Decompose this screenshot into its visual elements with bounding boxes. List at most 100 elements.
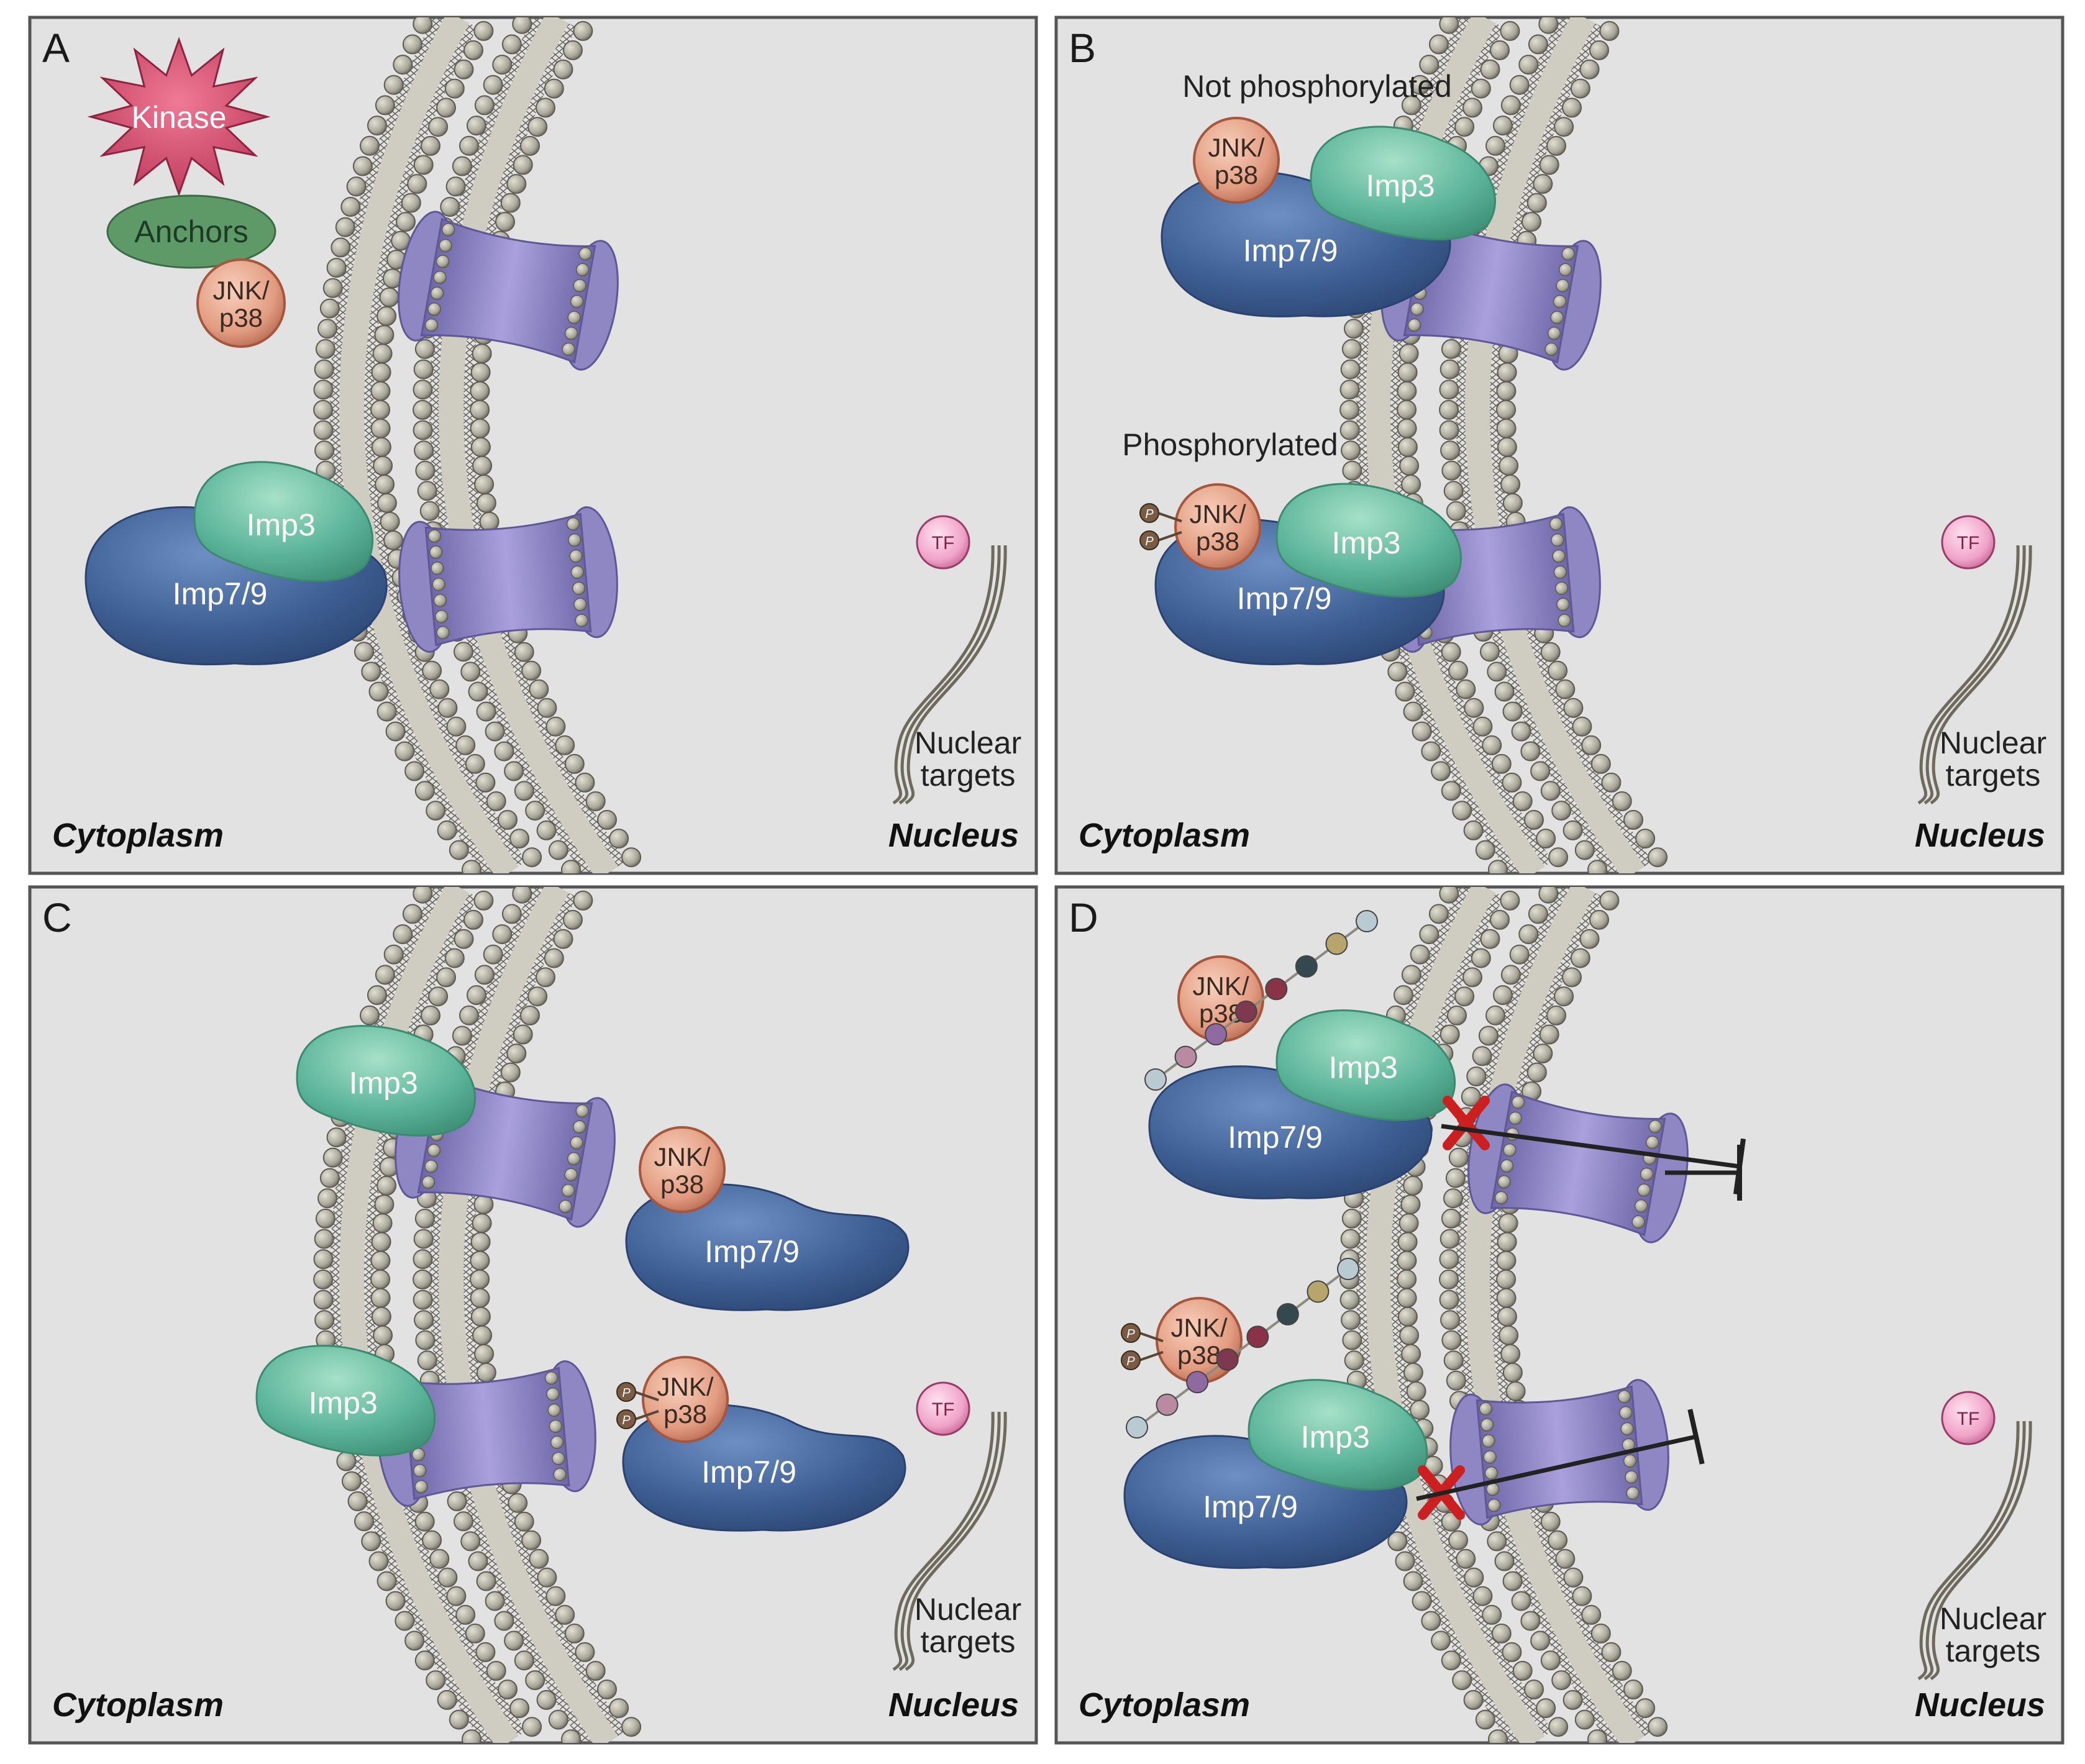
- cytoplasm-label: Cytoplasm: [52, 817, 224, 854]
- lipid-head: [370, 1269, 391, 1289]
- lipid-head: [1441, 339, 1461, 359]
- lipid-head: [1462, 967, 1482, 988]
- lipid-head: [1472, 716, 1493, 737]
- lipid-head: [1556, 279, 1569, 293]
- lipid-head: [537, 1567, 557, 1588]
- tf-label: TF: [1957, 1409, 1980, 1429]
- lipid-head: [1648, 1717, 1668, 1737]
- lipid-head: [404, 1630, 425, 1651]
- lipid-head: [449, 1709, 469, 1730]
- lipid-head: [1497, 437, 1517, 457]
- lipid-head: [1500, 474, 1521, 494]
- lipid-head: [1572, 1586, 1592, 1606]
- chain-bead: [1234, 1000, 1257, 1023]
- lipid-head: [472, 343, 492, 364]
- inhibitor-peptide-chain: [1144, 910, 1378, 1091]
- lipid-head: [536, 820, 557, 840]
- lipid-head: [436, 255, 450, 268]
- lipid-head: [1540, 1650, 1561, 1671]
- lipid-head: [383, 944, 404, 965]
- lipid-head: [454, 59, 474, 80]
- lipid-head: [393, 55, 413, 75]
- lipid-head: [424, 0, 443, 13]
- imp3-label: Imp3: [1331, 525, 1400, 560]
- lipid-head: [436, 967, 456, 988]
- imp7-9-label: Imp7/9: [1237, 581, 1332, 616]
- lipid-head: [564, 1168, 578, 1181]
- lipid-head: [1497, 1306, 1517, 1327]
- nuclear-targets-line1: Nuclear: [915, 1592, 1021, 1627]
- jnk-label-line2: p38: [660, 1170, 704, 1199]
- lipid-head: [1554, 117, 1574, 137]
- lipid-head: [1466, 1066, 1487, 1086]
- lipid-head: [465, 1623, 485, 1644]
- lipid-head: [421, 1005, 440, 1025]
- imp7-9-label: Imp7/9: [705, 1234, 800, 1269]
- phosphate-bond: [1157, 512, 1182, 523]
- lipid-head: [424, 318, 439, 332]
- lipid-head: [1508, 1111, 1522, 1125]
- lipid-head: [468, 681, 488, 702]
- panel-letter: B: [1069, 25, 1096, 71]
- lipid-head: [454, 642, 473, 662]
- lipid-head: [1439, 420, 1459, 440]
- lipid-head: [1479, 1402, 1493, 1416]
- lipid-head: [1439, 1024, 1460, 1045]
- lipid-head: [1443, 481, 1464, 501]
- lipid-head: [1563, 1567, 1584, 1588]
- phosphate-group: [1139, 503, 1159, 523]
- lipid-head: [413, 420, 433, 440]
- panel-d: Imp7/9Imp3JNK/p38Imp7/9Imp3JNK/p38PPTFNu…: [1054, 885, 2064, 1745]
- lipid-head: [396, 212, 416, 232]
- lipid-core: [439, 887, 618, 1743]
- lipid-head: [1574, 1709, 1595, 1730]
- nucleus-label: Nucleus: [888, 1686, 1019, 1724]
- lipid-head: [336, 1451, 357, 1471]
- lipid-head: [1574, 840, 1595, 860]
- imp3-shape: [193, 461, 374, 582]
- lipid-head: [444, 948, 465, 968]
- lipid-head: [439, 239, 452, 253]
- lipid-head: [468, 1551, 488, 1571]
- lipid-head: [1493, 985, 1513, 1006]
- kinase-label: Kinase: [132, 100, 227, 135]
- inhibitor-peptide-chain: [1126, 1258, 1359, 1439]
- lipid-head: [1496, 1288, 1517, 1308]
- lipid-head: [1403, 1362, 1423, 1383]
- lipid-head: [1440, 440, 1461, 461]
- lipid-head: [1439, 380, 1459, 400]
- lipid-head: [317, 319, 337, 339]
- lipid-head: [1563, 820, 1583, 840]
- lipid-head: [1482, 1434, 1495, 1448]
- lipid-head: [572, 581, 586, 595]
- lipid-head: [427, 1143, 441, 1157]
- inhibition-x-icon: [1443, 1096, 1490, 1150]
- phosphate-label: P: [1126, 1327, 1135, 1341]
- jnk-p38-shape: [1174, 483, 1261, 570]
- lipid-head: [1581, 735, 1602, 755]
- lipid-head: [578, 247, 592, 261]
- lipid-head: [1448, 660, 1469, 681]
- lipid-head: [371, 437, 391, 457]
- jnk-label-line2: p38: [1196, 527, 1239, 556]
- lipid-head: [445, 176, 466, 197]
- lipid-head: [609, 829, 629, 849]
- lipid-head: [414, 781, 435, 801]
- lipid-head: [486, 1661, 506, 1681]
- jnk-p38-shape: [196, 258, 286, 348]
- lipid-head: [1443, 1188, 1463, 1209]
- panel-content: Imp7/9Imp3JNK/p38Imp7/9Imp3JNK/p38PPTFNu…: [1121, 887, 2046, 1743]
- lipid-head: [372, 343, 393, 364]
- lipid-head: [573, 890, 593, 911]
- lipid-head: [1551, 533, 1564, 547]
- lipid-head: [567, 1152, 581, 1166]
- lipid-head: [368, 1551, 389, 1571]
- lipid-head: [1401, 474, 1421, 494]
- phosphate-group: [616, 1382, 636, 1402]
- lipid-head: [467, 116, 486, 136]
- lipid-head: [514, 1650, 534, 1671]
- lipid-head: [474, 95, 495, 116]
- lipid-head: [1399, 1325, 1420, 1345]
- lipid-head: [1511, 1591, 1531, 1611]
- tf-label: TF: [1957, 533, 1980, 553]
